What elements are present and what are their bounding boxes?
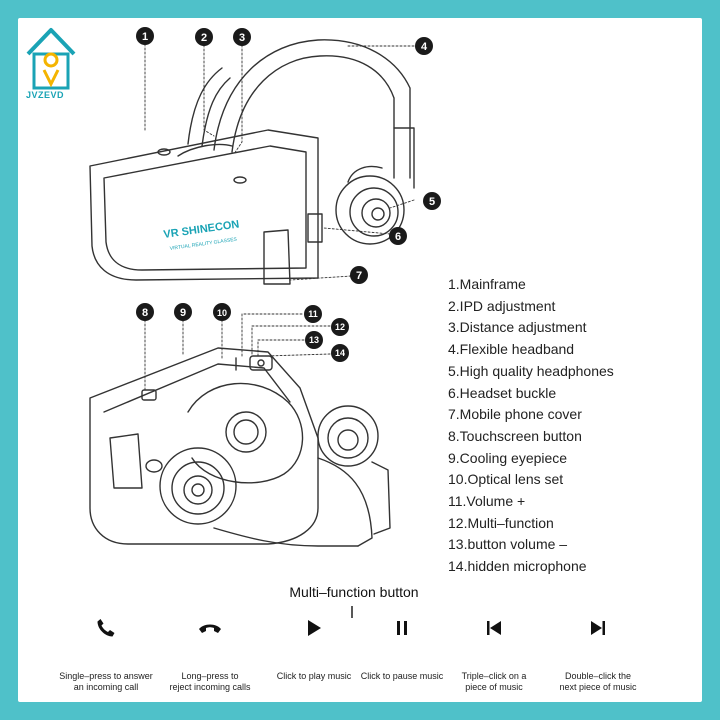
part-item: 14.hidden microphone (448, 558, 587, 575)
part-item: 8.Touchscreen button (448, 427, 582, 444)
skip-next-icon (548, 616, 648, 644)
headphone-top (335, 175, 405, 245)
svg-text:4: 4 (421, 41, 428, 53)
svg-text:8: 8 (142, 307, 148, 319)
action-caption: Click to pause music (360, 671, 444, 681)
vr-headset-diagram: VR SHINECON VIRTUAL REALITY GLASSES 1 2 … (89, 27, 441, 618)
part-item: 2.IPD adjustment (448, 297, 556, 314)
callout-8: 8 (136, 303, 154, 321)
brand-logo (26, 28, 76, 90)
callout-1: 1 (136, 27, 154, 45)
svg-text:5: 5 (429, 196, 435, 208)
part-item: 12.Multi–function (448, 514, 554, 531)
callout-4: 4 (415, 37, 433, 55)
headphone-left (159, 447, 237, 525)
play-icon (264, 616, 364, 644)
phone-hangup-icon (160, 616, 260, 644)
part-item: 4.Flexible headband (448, 341, 575, 358)
parts-legend: 1.Mainframe 2.IPD adjustment 3.Distance … (448, 274, 614, 578)
callout-6: 6 (389, 227, 407, 245)
callout-2: 2 (195, 28, 213, 46)
svg-text:12: 12 (335, 322, 345, 332)
svg-text:2: 2 (201, 32, 207, 44)
multifunction-title: Multi–function button (289, 584, 419, 600)
part-item: 9.Cooling eyepiece (448, 449, 568, 466)
skip-previous-icon (444, 616, 544, 644)
callout-9: 9 (174, 303, 192, 321)
callout-10: 10 (213, 303, 231, 321)
svg-text:10: 10 (217, 308, 227, 318)
svg-text:7: 7 (356, 270, 362, 282)
brand-name: JVZEVD (26, 90, 65, 100)
part-item: 1.Mainframe (448, 276, 526, 292)
callout-7: 7 (350, 266, 368, 284)
action-caption: Click to play music (276, 671, 352, 681)
callout-13: 13 (305, 331, 323, 349)
part-item: 11.Volume + (448, 493, 526, 510)
svg-text:14: 14 (335, 348, 345, 358)
optical-lens (225, 411, 267, 453)
part-item: 10.Optical lens set (448, 471, 564, 488)
headphone-right (317, 405, 379, 467)
svg-text:3: 3 (239, 32, 245, 44)
callout-11: 11 (304, 305, 322, 323)
headset-tagline-label: VIRTUAL REALITY GLASSES (169, 237, 238, 252)
part-item: 13.button volume – (448, 536, 568, 553)
phone-answer-icon (56, 616, 156, 644)
svg-text:1: 1 (142, 31, 148, 43)
action-pause-music: Click to pause music (352, 616, 452, 682)
pause-icon (352, 616, 452, 644)
mainframe-body (89, 129, 319, 281)
part-item: 5.High quality headphones (448, 362, 614, 379)
mainframe-back (89, 347, 319, 545)
action-play-music: Click to play music (264, 616, 364, 682)
part-item: 3.Distance adjustment (448, 319, 587, 336)
svg-text:9: 9 (180, 307, 186, 319)
callout-3: 3 (233, 28, 251, 46)
svg-text:6: 6 (395, 231, 401, 243)
headband-top (213, 39, 411, 179)
product-diagram-panel: JVZEVD (18, 18, 702, 702)
part-item: 7.Mobile phone cover (448, 406, 582, 423)
svg-text:13: 13 (309, 335, 319, 345)
callout-14: 14 (331, 344, 349, 362)
svg-text:11: 11 (308, 309, 318, 319)
callout-5: 5 (423, 192, 441, 210)
part-item: 6.Headset buckle (448, 384, 557, 401)
callout-12: 12 (331, 318, 349, 336)
